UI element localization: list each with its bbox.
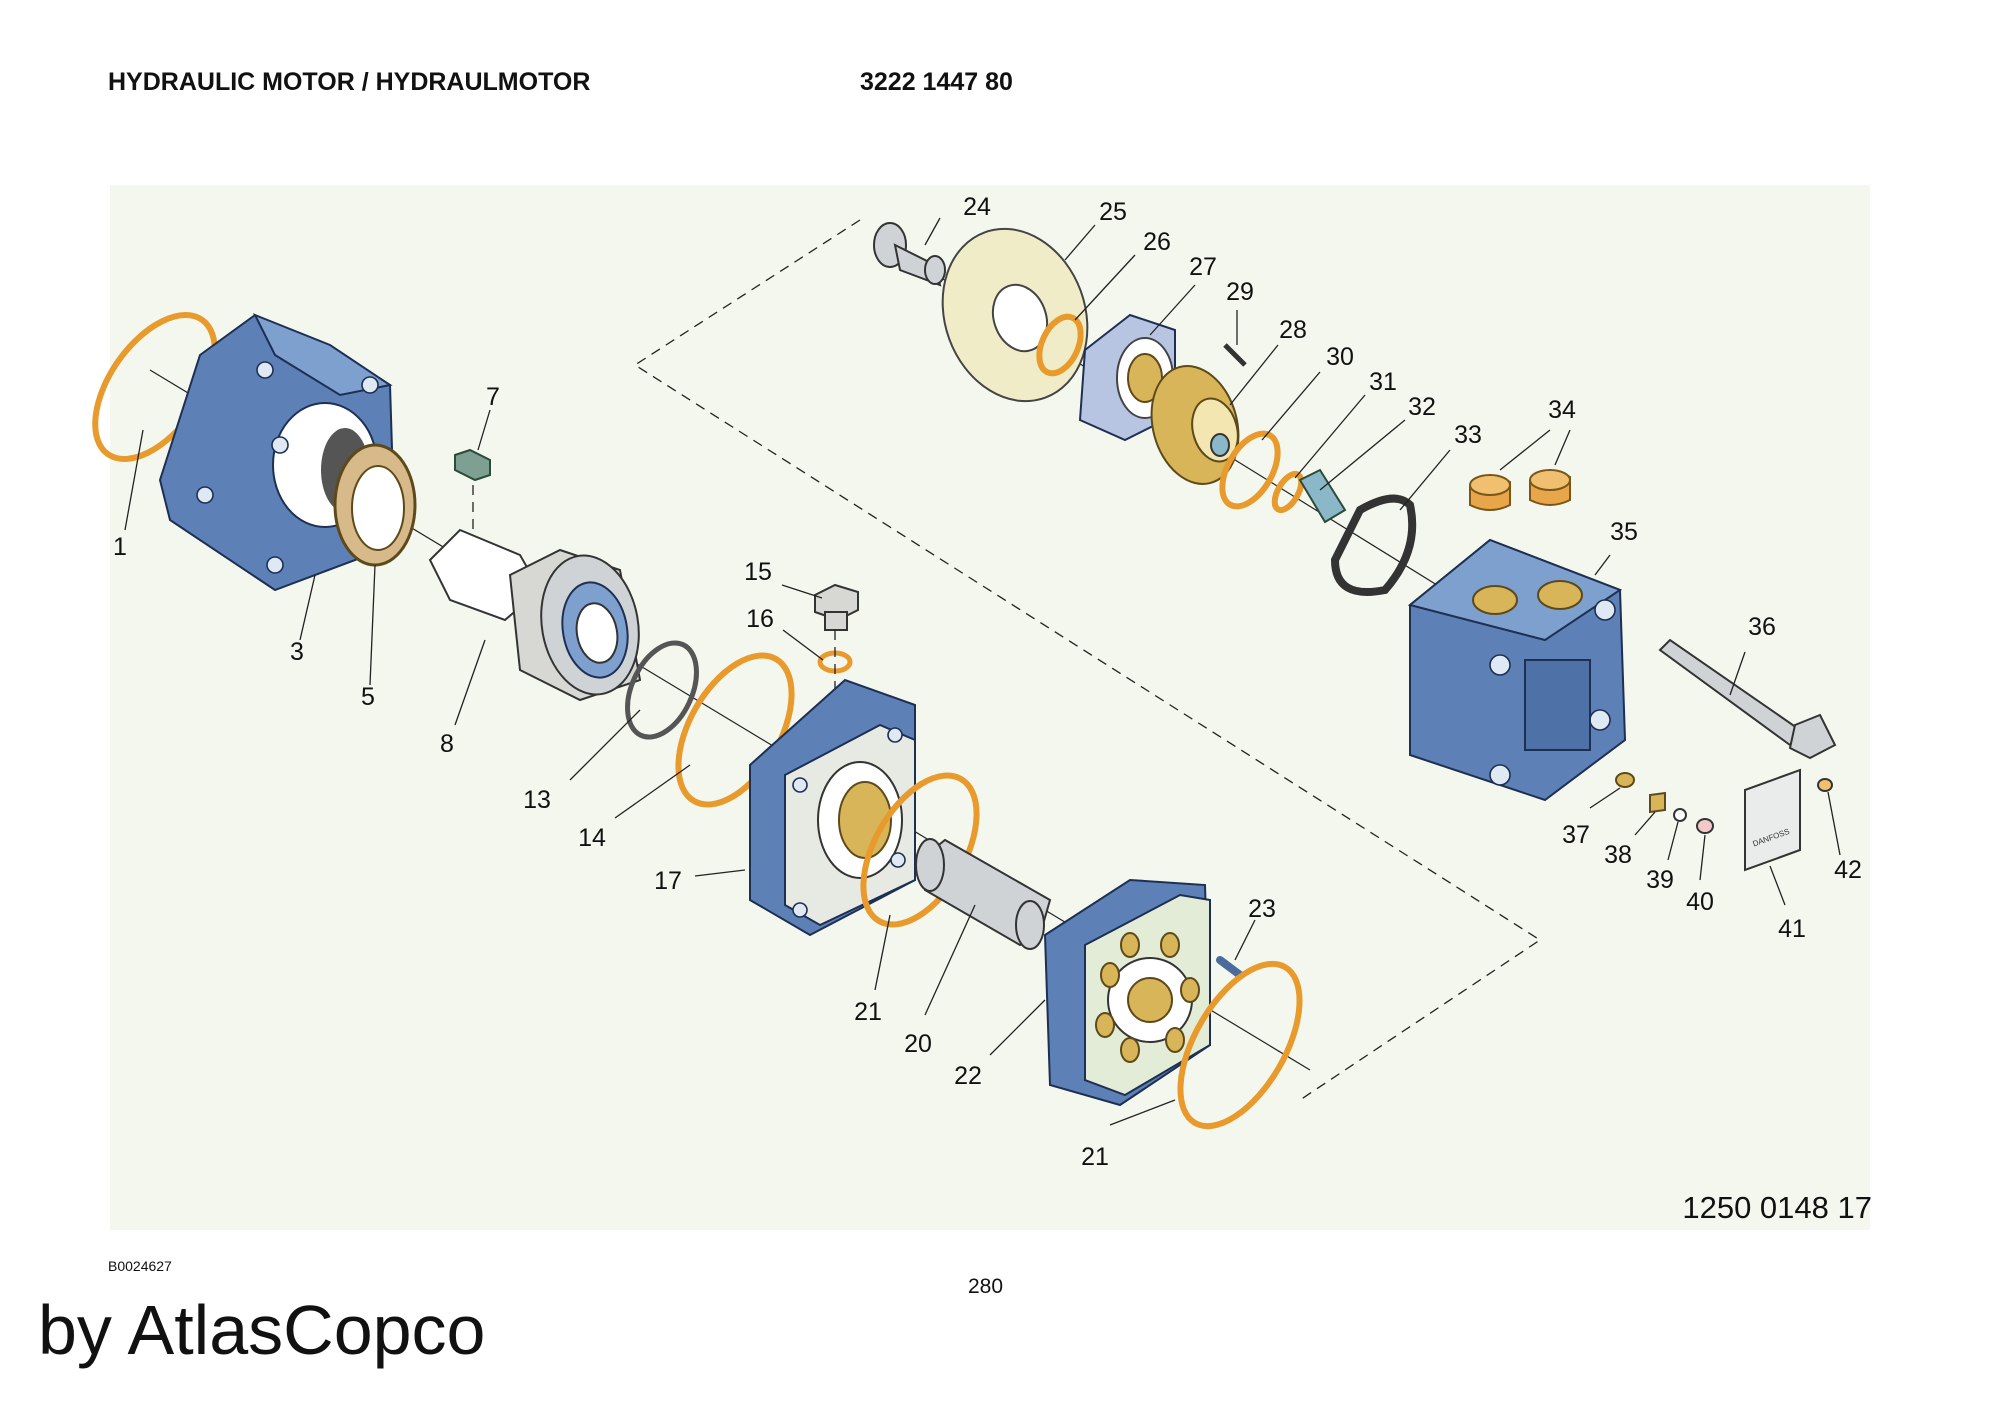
callout-24: 24 [963, 193, 991, 221]
callout-7: 7 [486, 383, 500, 411]
callout-20: 20 [904, 1030, 932, 1058]
reference-number: 1250 0148 17 [1682, 1190, 1872, 1225]
gear-wheel-set-22 [1043, 878, 1212, 1107]
callout-3: 3 [290, 638, 304, 666]
brand-credit: by AtlasCopco [38, 1291, 486, 1369]
callout-23: 23 [1248, 895, 1276, 923]
screw-42 [1817, 778, 1833, 792]
key-7 [454, 448, 491, 482]
seal-ring-33 [1330, 494, 1417, 596]
callout-15: 15 [744, 558, 772, 586]
valve-plate-28 [1150, 365, 1240, 485]
o-ring-30 [1219, 430, 1281, 510]
shaft-seal-5 [333, 443, 417, 567]
plug-15 [814, 583, 859, 631]
small-parts-37-40 [1615, 772, 1714, 834]
plugs-34 [1469, 469, 1571, 511]
nameplate-41: DANFOSS [1744, 768, 1801, 872]
retaining-ring-13 [625, 640, 699, 740]
callout-17: 17 [654, 867, 682, 895]
callout-37: 37 [1562, 821, 1590, 849]
o-ring-26 [1036, 313, 1084, 377]
callout-29: 29 [1226, 278, 1254, 306]
callout-34: 34 [1548, 396, 1576, 424]
callout-16: 16 [746, 605, 774, 633]
callout-40: 40 [1686, 888, 1714, 916]
part-number: 3222 1447 80 [860, 68, 1013, 96]
distributor-plate-25 [941, 227, 1089, 403]
callout-21-bottom: 21 [1081, 1143, 1109, 1171]
check-valve-32 [1298, 468, 1347, 524]
callout-14: 14 [578, 824, 606, 852]
o-ring-21-bottom [1177, 960, 1303, 1130]
callout-32: 32 [1408, 393, 1436, 421]
drive-gear-24 [873, 222, 946, 287]
callout-33: 33 [1454, 421, 1482, 449]
callout-36: 36 [1748, 613, 1776, 641]
callout-13: 13 [523, 786, 551, 814]
page-title: HYDRAULIC MOTOR / HYDRAULMOTOR [108, 68, 591, 96]
callout-30: 30 [1326, 343, 1354, 371]
page-number: 280 [968, 1275, 1004, 1298]
callout-26: 26 [1143, 228, 1171, 256]
pin-23 [1216, 956, 1244, 979]
callout-41: 41 [1778, 915, 1806, 943]
leader-lines [124, 217, 1841, 1126]
bearing-housing-17 [749, 678, 916, 937]
callout-31: 31 [1369, 368, 1397, 396]
o-ring-31 [1271, 470, 1305, 514]
callout-25: 25 [1099, 198, 1127, 226]
port-block-35 [1407, 538, 1627, 802]
callout-35: 35 [1610, 518, 1638, 546]
callout-21-middle: 21 [854, 998, 882, 1026]
callout-28: 28 [1279, 316, 1307, 344]
callout-labels: 1 3 5 7 8 13 14 15 16 17 21 20 22 23 21 … [113, 193, 1862, 1171]
dashed-guide-frame [633, 219, 1542, 1101]
callout-38: 38 [1604, 841, 1632, 869]
callout-8: 8 [440, 730, 454, 758]
callout-42: 42 [1834, 856, 1862, 884]
drawing-code: B0024627 [108, 1258, 172, 1274]
output-shaft-8 [428, 528, 642, 702]
cardan-shaft-20 [915, 838, 1052, 950]
bolt-36 [1658, 638, 1837, 760]
callout-1: 1 [113, 533, 127, 561]
pin-29 [1223, 343, 1247, 367]
callout-22: 22 [954, 1062, 982, 1090]
callout-27: 27 [1189, 253, 1217, 281]
callout-5: 5 [361, 683, 375, 711]
callout-39: 39 [1646, 866, 1674, 894]
